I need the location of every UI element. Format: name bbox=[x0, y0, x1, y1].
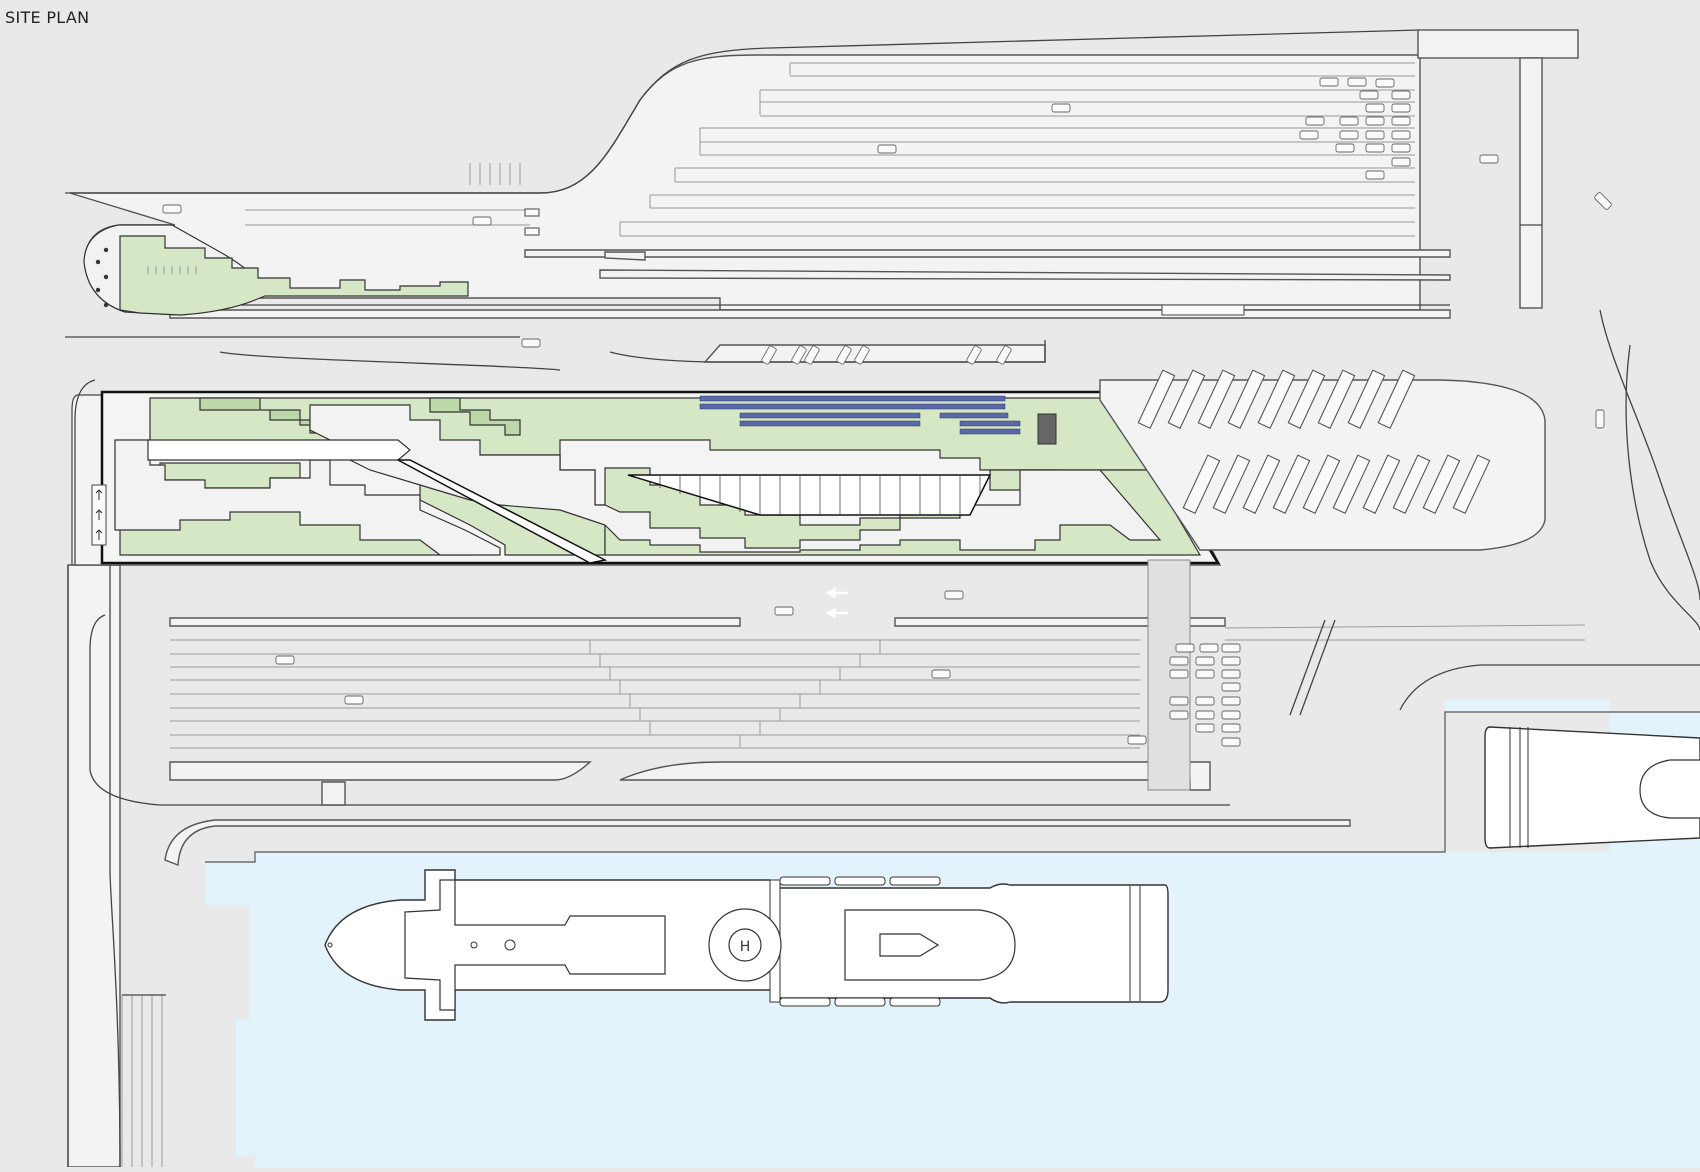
ship-icon: H bbox=[324, 869, 1169, 1021]
page-title: SITE PLAN bbox=[5, 8, 90, 27]
solar-panel-array bbox=[699, 395, 1021, 435]
bus-parking bbox=[1099, 369, 1605, 551]
south-parking-lot bbox=[89, 559, 1700, 866]
west-plaza-island bbox=[83, 224, 469, 316]
terminal-building bbox=[71, 379, 1221, 566]
arrow-left-icon bbox=[825, 607, 848, 619]
helipad-label: H bbox=[740, 939, 751, 955]
helipad-icon bbox=[708, 908, 782, 982]
west-road bbox=[67, 564, 166, 1168]
north-parking-stalls bbox=[245, 62, 1415, 237]
north-medians bbox=[169, 208, 1451, 319]
east-service-road bbox=[1417, 29, 1700, 631]
arrow-left-icon bbox=[825, 587, 848, 599]
rooftop-plant-room bbox=[1037, 413, 1057, 445]
ship-icon bbox=[1484, 726, 1700, 849]
north-access-road bbox=[65, 29, 1421, 371]
north-angled-parking bbox=[609, 340, 1046, 365]
north-car-group bbox=[162, 77, 1612, 348]
